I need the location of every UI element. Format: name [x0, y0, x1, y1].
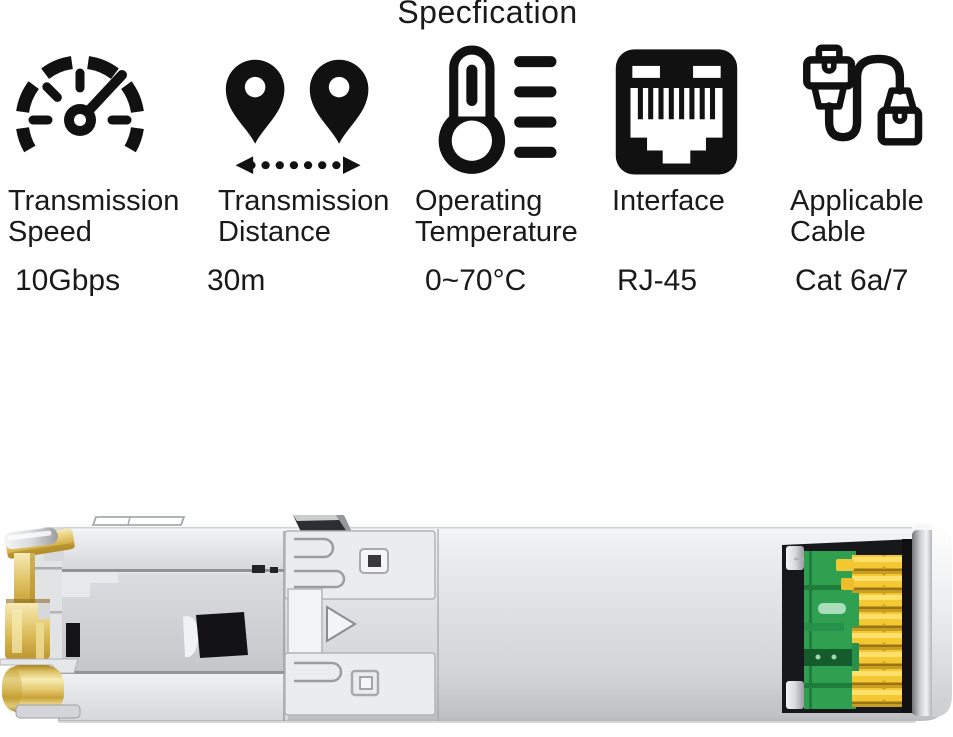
gold-edge-fingers	[836, 555, 906, 707]
spec-column-transmission-speed: Transmission Speed 10Gbps	[8, 42, 213, 298]
spec-value: RJ-45	[617, 264, 698, 297]
spec-value: 0~70°C	[425, 264, 527, 297]
module-front-cage	[56, 516, 288, 720]
spec-label: Applicable Cable	[790, 185, 924, 248]
spec-column-transmission-distance: Transmission Distance 30m	[207, 42, 412, 298]
module-top-latch-tab	[293, 515, 352, 532]
spec-value: Cat 6a/7	[795, 264, 909, 297]
pcb-green	[804, 551, 856, 709]
release-arrow	[326, 605, 357, 643]
map-pins-distance-icon	[218, 42, 412, 184]
spec-value: 30m	[207, 264, 266, 297]
thermometer-icon	[415, 42, 609, 184]
spec-column-applicable-cable: Applicable Cable Cat 6a/7	[790, 42, 953, 298]
ethernet-cable-icon	[790, 42, 953, 184]
product-photo-sfp-transceiver	[0, 515, 953, 737]
rj45-port-icon	[612, 42, 784, 184]
module-connector-cavity	[782, 539, 916, 713]
spec-label: Operating Temperature	[415, 185, 578, 248]
module-spring-clip-section	[283, 529, 439, 721]
spec-column-interface: Interface RJ-45	[612, 42, 784, 298]
spec-column-operating-temperature: Operating Temperature 0~70°C	[415, 42, 609, 298]
module-gold-bail-latch	[0, 527, 81, 719]
spec-label: Interface	[612, 185, 725, 217]
speedometer-icon	[8, 42, 213, 184]
module-end-cap	[912, 525, 952, 717]
spec-label: Transmission Speed	[8, 185, 180, 248]
spec-value: 10Gbps	[15, 264, 121, 297]
spec-label: Transmission Distance	[218, 185, 390, 248]
page-title: Specfication	[397, 0, 578, 30]
